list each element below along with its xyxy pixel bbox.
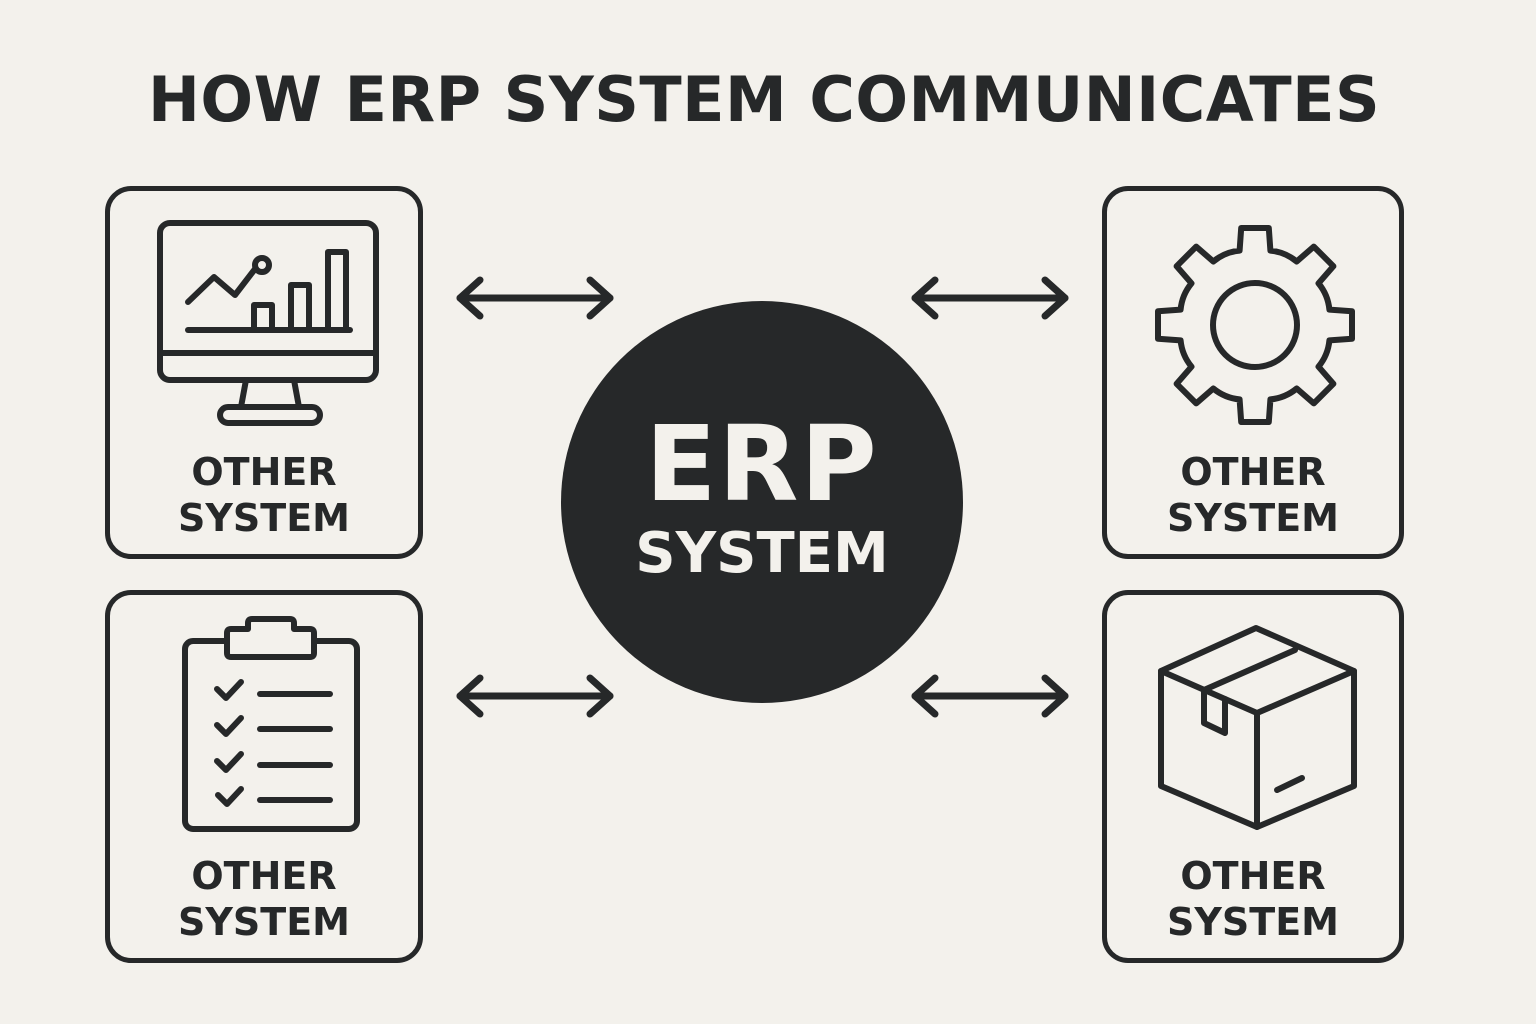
- package-box-icon: [1158, 625, 1357, 830]
- node-bottom-left: OTHER SYSTEM: [105, 590, 423, 963]
- node-top-right: OTHER SYSTEM: [1102, 186, 1404, 559]
- node-top-left: OTHER SYSTEM: [105, 186, 423, 559]
- node-label: OTHER SYSTEM: [1167, 854, 1339, 944]
- erp-system-hub: ERP SYSTEM: [561, 301, 963, 703]
- monitor-chart-icon: [157, 220, 379, 426]
- node-label: OTHER SYSTEM: [178, 854, 350, 944]
- node-label: OTHER SYSTEM: [1167, 450, 1339, 540]
- hub-title: ERP: [645, 403, 879, 525]
- double-arrow-icon: [456, 276, 614, 320]
- gear-icon: [1155, 225, 1355, 425]
- node-label: OTHER SYSTEM: [178, 450, 350, 540]
- double-arrow-icon: [456, 674, 614, 718]
- node-bottom-right: OTHER SYSTEM: [1102, 590, 1404, 963]
- clipboard-checklist-icon: [182, 616, 360, 832]
- diagram-title: HOW ERP SYSTEM COMMUNICATES: [148, 63, 1381, 136]
- hub-subtitle: SYSTEM: [635, 521, 889, 586]
- double-arrow-icon: [911, 674, 1069, 718]
- double-arrow-icon: [911, 276, 1069, 320]
